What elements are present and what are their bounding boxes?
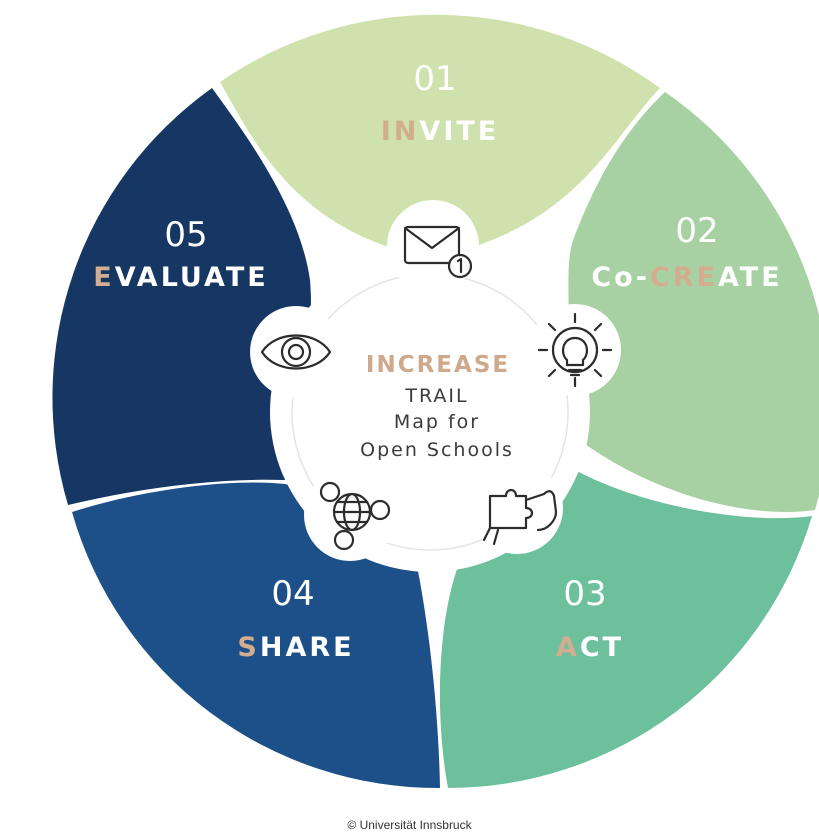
segment-02-co-create	[560, 92, 819, 512]
segment-04-number: 04	[271, 574, 314, 614]
segment-01-label: INVITE	[381, 116, 499, 147]
segment-01-number: 01	[413, 59, 456, 99]
icon-bubble-05	[250, 306, 342, 398]
segment-05-evaluate	[52, 88, 311, 505]
icon-bubble-01	[387, 200, 479, 292]
eye-icon	[260, 334, 332, 370]
envelope-icon	[403, 225, 473, 279]
segment-02-number: 02	[675, 211, 718, 251]
segment-03-label: ACT	[556, 632, 624, 663]
puzzle-hands-icon	[482, 488, 558, 546]
segment-03-number: 03	[563, 574, 606, 614]
center-line-1: TRAIL	[404, 385, 468, 407]
center-title: INCREASE	[366, 352, 510, 378]
segment-01-invite	[220, 14, 660, 258]
icon-bubble-02	[529, 304, 621, 396]
copyright-notice: © Universität Innsbruck	[347, 818, 472, 832]
segment-05-label: EVALUATE	[93, 262, 268, 293]
icon-bubble-03	[471, 462, 563, 554]
segment-04-label: SHARE	[237, 632, 354, 663]
center-line-3: Open Schools	[360, 439, 514, 461]
segment-05-number: 05	[164, 215, 207, 255]
segment-02-label: Co-CREATE	[591, 262, 782, 293]
gear-lightbulb-icon	[537, 312, 613, 388]
center-line-2: Map for	[394, 411, 480, 433]
network-globe-icon	[319, 481, 391, 551]
icon-bubble-04	[304, 469, 396, 561]
